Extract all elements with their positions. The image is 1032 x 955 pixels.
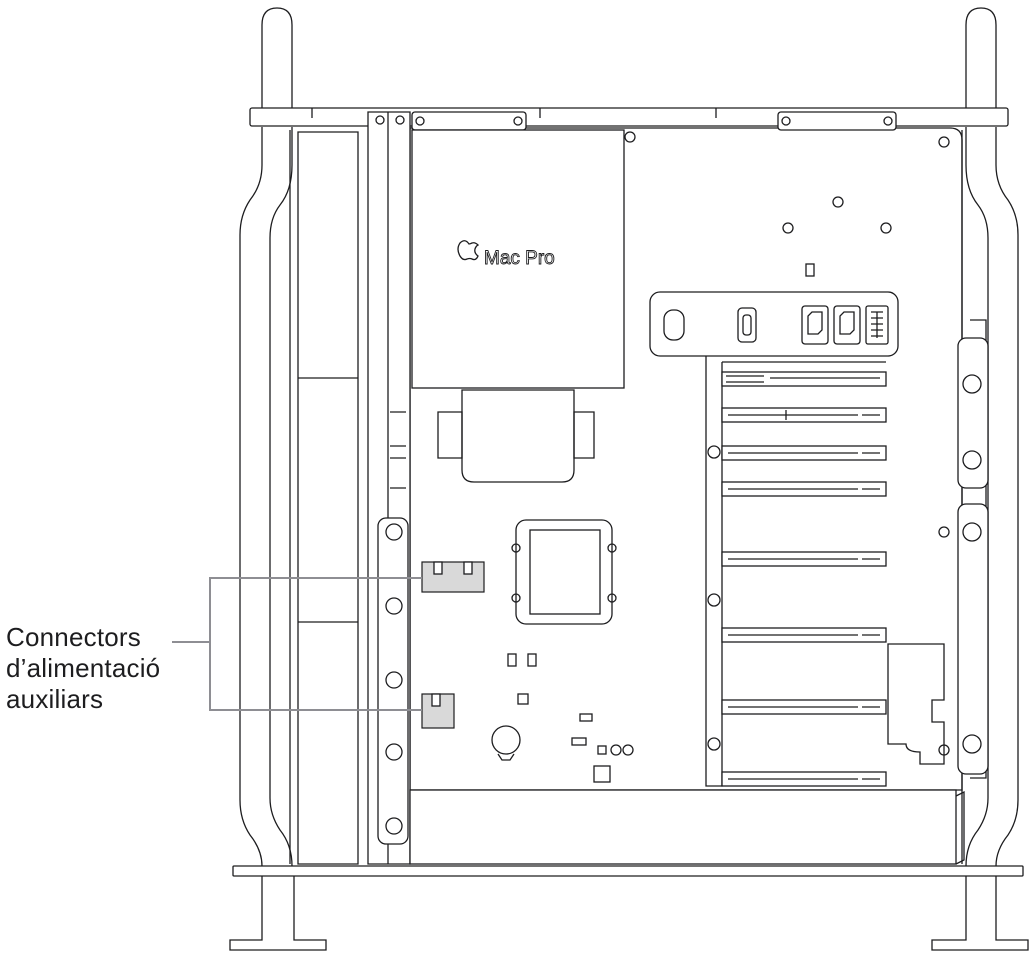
mac-pro-logo-text: Mac Pro [484,248,555,269]
callout-line-1: Connectors [6,622,141,652]
left-frame-handle [229,7,327,951]
callout-line-3: auxiliars [6,684,104,714]
cpu-heatsink: Mac Pro [411,129,625,483]
callout-line-2: d’alimentació [6,653,161,683]
io-port-panel [649,291,899,357]
apple-logo-icon [457,240,480,261]
auxiliary-power-connectors-label: Connectors d’alimentació auxiliars [6,622,206,715]
chipset-socket [511,519,617,625]
callout-leader [172,577,422,711]
board-components [491,131,950,783]
auxiliary-power-connector-top [421,561,485,593]
right-frame-handle [931,7,1029,951]
auxiliary-power-connector-bottom [421,693,455,729]
bottom-rail [232,865,1024,877]
bottom-drive-bay [409,789,965,865]
vertical-bracket [367,111,411,865]
pcie-slot-area [705,356,887,787]
right-shroud [887,337,989,775]
